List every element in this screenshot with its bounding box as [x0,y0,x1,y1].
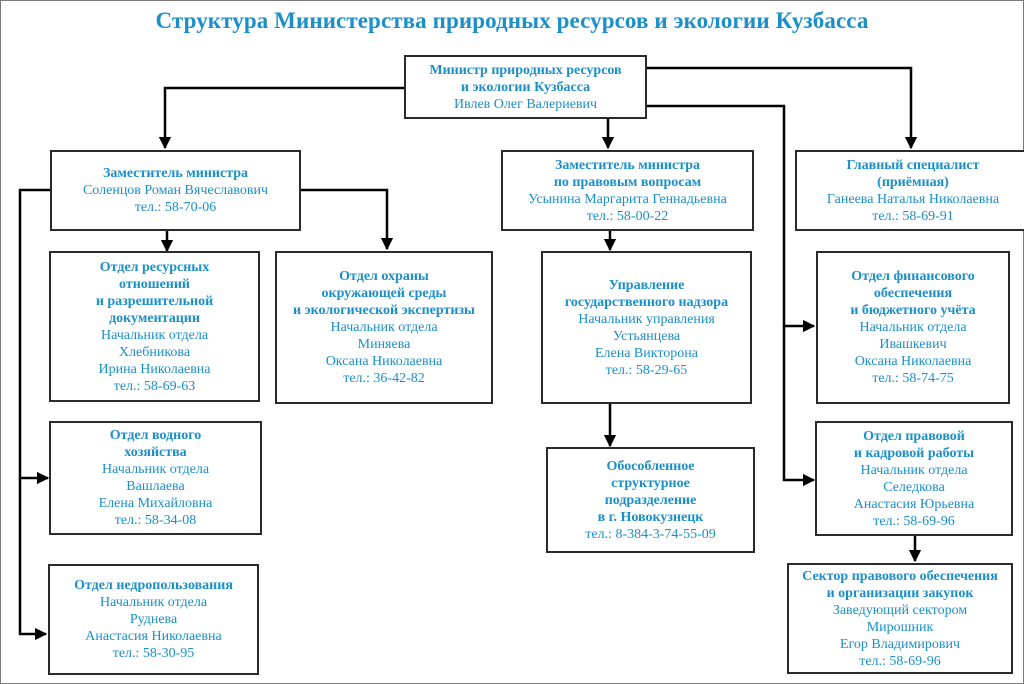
node-text-line: Оксана Николаевна [854,354,972,369]
node-heading-line: Управление [608,277,685,293]
node-text-line: Елена Михайловна [98,496,213,511]
node-phone: тел.: 58-00-22 [586,208,669,224]
node-heading-line: государственного надзора [564,294,729,310]
node-text-line: Заведующий сектором [832,602,968,618]
node-text-line: Оксана Николаевна [325,354,443,369]
node-heading-line: Обособленное [606,458,695,474]
node-heading-line: и экологической экспертизы [293,303,475,318]
node-phone: тел.: 58-74-75 [872,371,954,386]
node-phone: тел.: 58-69-96 [859,653,941,669]
edge-deputy1-dept-subsoil [18,478,48,641]
node-text-line: Устьянцева [612,328,681,344]
node-heading-line: документации [109,310,200,326]
node-phone: тел.: 58-69-63 [113,378,196,394]
node-heading-line: Отдел недропользования [74,578,233,593]
node-text-line: Вашлаева [126,479,185,494]
node-heading-line: окружающей среды [321,286,447,301]
edge-minister-deputy1 [158,86,405,150]
node-heading-line: подразделение [604,492,697,508]
node-text-line: Начальник отдела [859,320,967,335]
node-heading-line: хозяйства [124,445,187,460]
node-heading-line: Заместитель министра [554,157,701,173]
node-heading-line: Отдел ресурсных [99,259,210,275]
node-phone: тел.: 58-70-06 [134,200,217,215]
node-text-line: Ивлев Олег Валериевич [453,96,598,112]
node-chief-specialist: Главный специалист(приёмная)Ганеева Ната… [795,150,1024,231]
node-text-line: Ивашкевич [879,337,947,352]
node-text-line: Начальник управления [578,311,715,327]
node-heading-line: по правовым вопросам [553,174,702,190]
node-text-line: Анастасия Николаевна [85,629,222,644]
node-heading-line: Отдел финансового [851,269,975,284]
node-text-line: Ирина Николаевна [98,361,211,377]
edge-minister-dept-legal [782,326,816,487]
edge-deputy1-dept-environment [300,188,394,251]
node-heading-line: обеспечения [873,286,953,301]
node-text-line: Анастасия Юрьевна [853,496,975,512]
node-text-line: Соленцов Роман Вячеславович [82,183,269,198]
node-phone: тел.: 58-69-91 [872,208,954,224]
node-dept-environment: Отдел охраны окружающей среды и экологичес… [275,251,493,404]
node-text-line: Егор Владимирович [839,636,961,652]
node-heading-line: Заместитель министра [102,166,249,181]
node-phone: тел.: 58-34-08 [114,513,197,528]
node-heading-line: (приёмная) [877,174,949,190]
node-heading-line: Отдел правовой [863,428,965,444]
node-text-line: Мирошник [866,619,934,635]
node-text-line: Миняева [357,337,411,352]
node-phone: тел.: 58-69-96 [873,513,955,529]
edge-deputy1-dept-water [18,188,51,485]
node-text-line: Селедкова [883,479,945,495]
node-heading-line: в г. Новокузнецк [597,509,704,525]
node-text-line: Начальник отдела [99,595,208,610]
node-text-line: Начальник отдела [100,327,209,343]
node-phone: тел.: 58-30-95 [112,646,195,661]
node-heading-line: Главный специалист [846,157,980,173]
node-heading-line: и бюджетного учёта [850,303,976,318]
node-text-line: Усынина Маргарита Геннадьевна [528,191,727,207]
node-phone: тел.: 36-42-82 [343,371,425,386]
node-heading-line: Отдел водного [109,428,202,443]
node-text-line: Руднева [129,612,178,627]
node-heading-line: и разрешительной [95,293,214,309]
node-text-line: Ганеева Наталья Николаевна [826,191,1000,207]
node-dept-finance: Отдел финансового обеспечения и бюджетного… [816,251,1010,404]
page-title: Структура Министерства природных ресурсо… [155,8,869,33]
node-text-line: Начальник отдела [101,462,210,477]
node-heading-line: и организации закупок [826,585,974,601]
node-phone: тел.: 8-384-3-74-55-09 [585,526,716,542]
node-heading-line: структурное [611,475,690,491]
node-heading-line: Министр природных ресурсов [429,62,622,78]
node-heading-line: отношений [119,276,190,292]
edge-minister-chief-specialist [646,66,918,150]
node-text-line: Елена Викторона [594,345,699,361]
node-text-line: Хлебникова [118,344,191,360]
node-heading-line: Отдел охраны [339,269,429,284]
node-phone: тел.: 58-29-65 [605,362,688,378]
edge-minister-dept-finance [646,104,816,333]
node-text-line: Начальник отдела [860,462,968,478]
node-heading-line: Сектор правового обеспечения [802,568,998,584]
node-heading-line: и кадровой работы [853,445,975,461]
node-heading-line: и экологии Кузбасса [460,79,591,95]
node-text-line: Начальник отдела [330,320,438,335]
